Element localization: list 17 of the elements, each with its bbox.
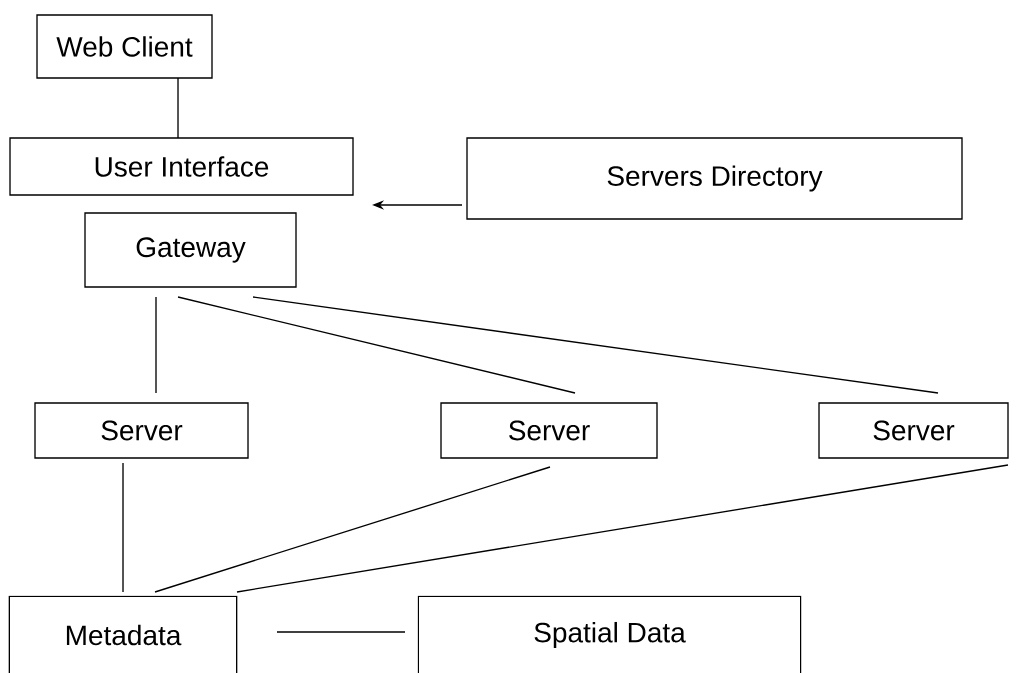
connector-line	[177, 296, 576, 394]
process-box: Server	[440, 402, 658, 459]
connector-line	[177, 77, 179, 139]
connector-line	[252, 296, 939, 394]
process-box: User Interface	[9, 137, 354, 196]
process-box: Servers Directory	[466, 137, 963, 220]
connector-line	[154, 466, 551, 593]
process-box: Gateway	[84, 212, 297, 288]
process-box: Server	[34, 402, 249, 459]
connector-line	[155, 296, 157, 394]
process-box: Web Client	[36, 14, 213, 79]
process-box: Metadata	[8, 595, 238, 673]
connector-line	[122, 462, 124, 593]
process-box: Server	[818, 402, 1009, 459]
connector-line	[276, 631, 406, 633]
process-box: Spatial Data	[417, 595, 802, 673]
connector-line	[236, 464, 1009, 593]
